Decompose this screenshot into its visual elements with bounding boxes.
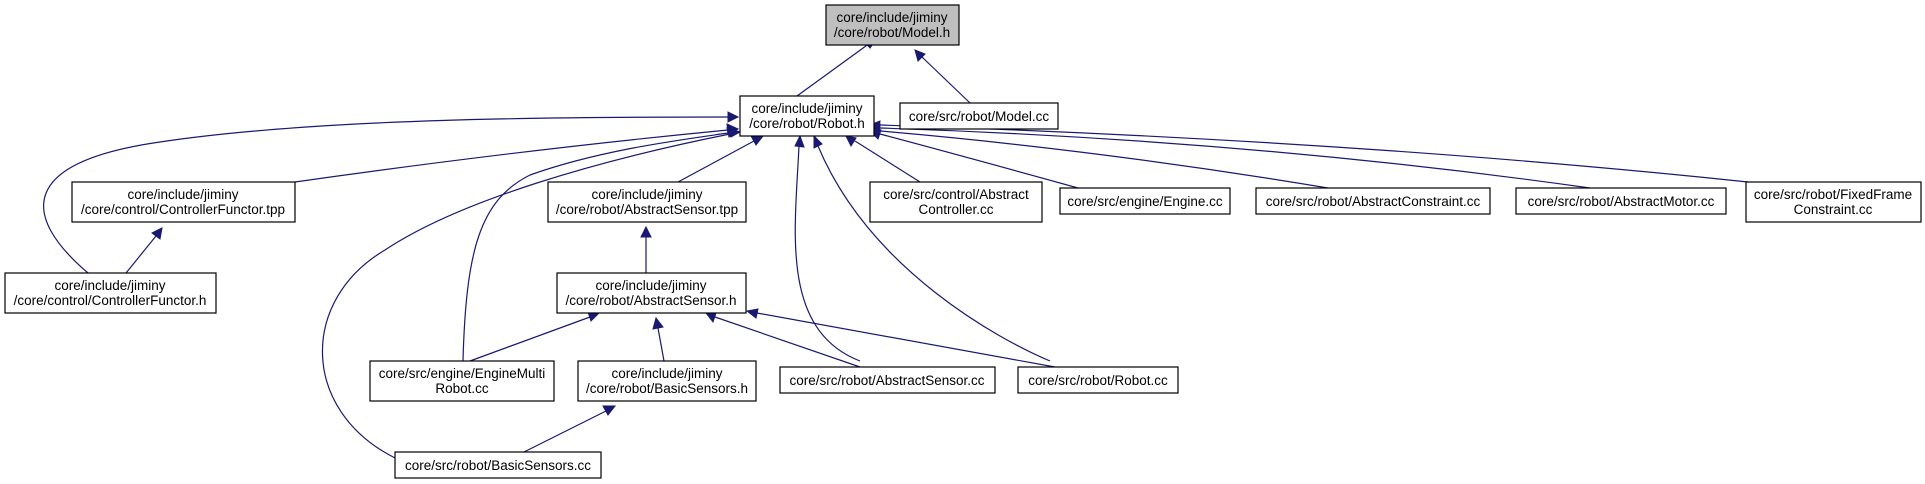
edge-abstract-sensor-cc-to-robot-h <box>794 134 861 362</box>
svg-text:/core/robot/AbstractSensor.tpp: /core/robot/AbstractSensor.tpp <box>556 202 738 217</box>
svg-text:core/src/robot/AbstractMotor.c: core/src/robot/AbstractMotor.cc <box>1528 194 1715 209</box>
svg-text:core/include/jiminy: core/include/jiminy <box>127 187 238 202</box>
svg-text:core/include/jiminy: core/include/jiminy <box>836 10 947 25</box>
svg-text:core/src/robot/AbstractSensor.: core/src/robot/AbstractSensor.cc <box>789 373 984 388</box>
edge-abstract-motor-cc-to-robot-h <box>868 123 1591 189</box>
svg-text:core/include/jiminy: core/include/jiminy <box>751 101 862 116</box>
edge-abstract-controller-cc-to-robot-h <box>845 135 921 183</box>
svg-text:core/src/robot/BasicSensors.cc: core/src/robot/BasicSensors.cc <box>405 458 591 473</box>
edge-controller-functor-h-to-robot-h <box>43 111 740 274</box>
edge-engine-multi-robot-cc-to-abstract-sensor-h <box>469 311 601 362</box>
svg-text:core/include/jiminy: core/include/jiminy <box>611 366 722 381</box>
node-model-cc[interactable]: core/src/robot/Model.cc <box>899 102 1059 130</box>
edge-robot-cc-to-abstract-sensor-h <box>745 308 1056 368</box>
node-abstract-controller-cc[interactable]: core/src/control/Abstract Controller.cc <box>869 181 1043 223</box>
svg-text:core/src/robot/AbstractConstra: core/src/robot/AbstractConstraint.cc <box>1266 194 1481 209</box>
svg-text:Robot.cc: Robot.cc <box>435 381 489 396</box>
node-abstract-sensor-h[interactable]: core/include/jiminy /core/robot/Abstract… <box>556 272 747 314</box>
svg-text:/core/robot/Robot.h: /core/robot/Robot.h <box>749 116 865 131</box>
edges-layer <box>43 37 1749 459</box>
svg-text:Controller.cc: Controller.cc <box>918 202 993 217</box>
node-abstract-sensor-tpp[interactable]: core/include/jiminy /core/robot/Abstract… <box>547 181 747 223</box>
svg-text:Constraint.cc: Constraint.cc <box>1794 202 1873 217</box>
svg-text:core/include/jiminy: core/include/jiminy <box>595 278 706 293</box>
edge-fixed-frame-constraint-cc-to-robot-h <box>868 120 1749 183</box>
svg-text:core/src/engine/EngineMulti: core/src/engine/EngineMulti <box>379 366 546 381</box>
edge-abstract-sensor-h-to-abstract-sensor-tpp <box>640 225 652 273</box>
edge-abstract-sensor-cc-to-abstract-sensor-h <box>704 312 861 368</box>
node-robot-h[interactable]: core/include/jiminy /core/robot/Robot.h <box>739 95 875 137</box>
node-abstract-constraint-cc[interactable]: core/src/robot/AbstractConstraint.cc <box>1255 187 1491 215</box>
node-abstract-motor-cc[interactable]: core/src/robot/AbstractMotor.cc <box>1515 187 1727 215</box>
svg-text:/core/robot/BasicSensors.h: /core/robot/BasicSensors.h <box>586 381 748 396</box>
node-controller-functor-h[interactable]: core/include/jiminy /core/control/Contro… <box>4 272 217 314</box>
node-controller-functor-tpp[interactable]: core/include/jiminy /core/control/Contro… <box>71 181 296 223</box>
svg-text:/core/control/ControllerFuncto: /core/control/ControllerFunctor.h <box>14 293 207 308</box>
edge-model-cc-to-model-h <box>914 49 971 104</box>
svg-text:core/src/engine/Engine.cc: core/src/engine/Engine.cc <box>1067 194 1223 209</box>
node-basic-sensors-cc[interactable]: core/src/robot/BasicSensors.cc <box>394 451 602 479</box>
svg-text:core/src/control/Abstract: core/src/control/Abstract <box>883 187 1029 202</box>
svg-text:/core/robot/AbstractSensor.h: /core/robot/AbstractSensor.h <box>565 293 736 308</box>
svg-text:core/include/jiminy: core/include/jiminy <box>54 278 165 293</box>
edge-controller-functor-tpp-to-robot-h <box>294 123 740 183</box>
node-basic-sensors-h[interactable]: core/include/jiminy /core/robot/BasicSen… <box>577 360 757 402</box>
nodes-layer: core/include/jiminy /core/robot/Model.h … <box>4 4 1922 479</box>
svg-text:core/include/jiminy: core/include/jiminy <box>591 187 702 202</box>
svg-text:core/src/robot/FixedFrame: core/src/robot/FixedFrame <box>1754 187 1912 202</box>
edge-basic-sensors-cc-to-basic-sensors-h <box>521 405 617 454</box>
edge-controller-functor-h-to-controller-functor-tpp <box>125 227 163 274</box>
edge-abstract-sensor-tpp-to-robot-h <box>677 135 765 183</box>
svg-text:core/src/robot/Robot.cc: core/src/robot/Robot.cc <box>1028 373 1168 388</box>
svg-text:core/src/robot/Model.cc: core/src/robot/Model.cc <box>909 109 1050 124</box>
node-model-h[interactable]: core/include/jiminy /core/robot/Model.h <box>825 4 960 46</box>
svg-text:/core/control/ControllerFuncto: /core/control/ControllerFunctor.tpp <box>81 202 285 217</box>
edge-robot-h-to-model-h <box>796 37 879 97</box>
edge-robot-cc-to-robot-h <box>813 134 1051 362</box>
edge-engine-multi-robot-cc-to-robot-h <box>462 127 740 362</box>
node-robot-cc[interactable]: core/src/robot/Robot.cc <box>1017 366 1179 394</box>
node-abstract-sensor-cc[interactable]: core/src/robot/AbstractSensor.cc <box>779 366 996 394</box>
node-fixed-frame-constraint-cc[interactable]: core/src/robot/FixedFrame Constraint.cc <box>1745 181 1922 223</box>
svg-text:/core/robot/Model.h: /core/robot/Model.h <box>834 25 950 40</box>
edge-abstract-constraint-cc-to-robot-h <box>868 126 1329 189</box>
edge-engine-cc-to-robot-h <box>868 129 1079 189</box>
node-engine-multi-robot-cc[interactable]: core/src/engine/EngineMulti Robot.cc <box>369 360 555 402</box>
edge-basic-sensors-h-to-abstract-sensor-h <box>652 316 665 362</box>
edge-basic-sensors-cc-to-robot-h <box>321 127 742 459</box>
node-engine-cc[interactable]: core/src/engine/Engine.cc <box>1059 187 1231 215</box>
